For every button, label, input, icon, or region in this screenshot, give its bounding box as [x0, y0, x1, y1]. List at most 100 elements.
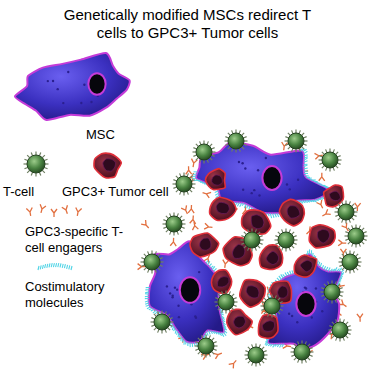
- t-cell-icon: [329, 329, 333, 330]
- msc-icon: [189, 343, 190, 347]
- msc-icon: [311, 250, 313, 255]
- t-cell-icon: [154, 328, 156, 330]
- t-cell-icon: [176, 176, 192, 192]
- t-cell-icon: [322, 152, 338, 168]
- tumor-cell-icon: [278, 286, 288, 298]
- t-cell-icon: [244, 140, 248, 141]
- t-cell-icon: [24, 152, 49, 177]
- t-cell-icon: [195, 342, 198, 343]
- t-cell-icon: [232, 308, 234, 310]
- t-cell-icon: [187, 191, 188, 194]
- msc-icon: [215, 193, 219, 195]
- t-cell-icon: [215, 298, 218, 299]
- t-cell-icon: [342, 254, 358, 270]
- costim-icon: [69, 265, 70, 269]
- t-cell-icon: [262, 347, 264, 349]
- t-cell-icon: [198, 338, 214, 354]
- t-cell-icon: [301, 360, 302, 364]
- t-cell-icon: [291, 341, 314, 364]
- t-cell-icon: [278, 232, 294, 248]
- t-cell-icon: [141, 265, 144, 266]
- t-cell-icon: [27, 155, 29, 157]
- t-cell-icon: [212, 338, 214, 340]
- t-cell-icon: [258, 246, 260, 248]
- tumor-cell-icon: [103, 159, 116, 171]
- msc-icon: [277, 278, 280, 281]
- msc-icon: [177, 331, 178, 335]
- t-cell-icon: [291, 355, 294, 356]
- msc-icon: [215, 191, 219, 193]
- tumor-cell-icon: [317, 229, 329, 243]
- t-cell-icon: [321, 288, 324, 289]
- t-cell-icon: [158, 268, 160, 270]
- msc-icon: [296, 321, 298, 323]
- t-cell-icon: [255, 363, 256, 367]
- t-cell-icon: [285, 130, 308, 153]
- msc-icon: [194, 315, 196, 317]
- engager-icon: [222, 260, 229, 269]
- t-cell-icon: [225, 144, 228, 145]
- t-cell-icon: [263, 351, 266, 352]
- t-cell-icon: [228, 133, 244, 149]
- msc-icon: [292, 270, 293, 274]
- t-cell-icon: [298, 359, 299, 362]
- t-cell-icon: [345, 225, 368, 248]
- t-cell-icon: [151, 318, 154, 319]
- msc-icon: [147, 307, 151, 309]
- tumor-cell-icon: [258, 315, 278, 338]
- t-cell-icon: [261, 302, 264, 303]
- tumor-cell-icon: [240, 280, 266, 307]
- t-cell-icon: [232, 130, 233, 133]
- t-cell-icon: [209, 353, 210, 356]
- t-cell-icon: [348, 242, 350, 244]
- t-cell-icon: [239, 130, 240, 133]
- msc-icon: [145, 289, 149, 290]
- msc-icon: [176, 288, 178, 290]
- msc-icon: [308, 177, 312, 179]
- t-cell-icon: [298, 341, 299, 344]
- msc-icon: [192, 178, 196, 179]
- t-cell-icon: [321, 291, 325, 292]
- t-cell-icon: [190, 190, 192, 192]
- t-cell-icon: [359, 243, 360, 246]
- msc-icon: [265, 157, 267, 159]
- tumor-cell-icon: [324, 185, 344, 207]
- t-cell-icon: [345, 201, 346, 205]
- t-cell-icon: [342, 254, 344, 256]
- t-cell-icon: [251, 248, 252, 252]
- tumor-cell-icon: [287, 206, 300, 219]
- t-cell-icon: [39, 152, 40, 155]
- t-cell-icon: [203, 160, 204, 164]
- t-cell-icon: [169, 318, 172, 319]
- t-cell-icon: [345, 232, 348, 233]
- t-cell-icon: [359, 225, 360, 228]
- t-cell-icon: [154, 314, 156, 316]
- msc-icon: [180, 336, 182, 340]
- t-cell-icon: [222, 309, 223, 312]
- msc-icon: [179, 335, 181, 338]
- t-cell-icon: [168, 314, 170, 316]
- msc-icon: [339, 268, 342, 272]
- msc-icon: [322, 265, 324, 268]
- t-cell-icon: [170, 213, 171, 216]
- t-cell-icon: [339, 319, 340, 323]
- t-cell-icon: [196, 158, 198, 160]
- t-cell-icon: [310, 351, 314, 352]
- t-cell-icon: [195, 349, 198, 350]
- t-cell-icon: [345, 235, 349, 236]
- msc-icon: [237, 202, 239, 206]
- tumor-cell-icon: [232, 244, 244, 258]
- t-cell-icon: [339, 295, 342, 296]
- t-cell-icon: [180, 191, 181, 194]
- msc-icon: [83, 84, 85, 86]
- msc-icon: [206, 261, 208, 264]
- tumor-cell-icon: [212, 175, 223, 185]
- msc-icon: [324, 266, 326, 270]
- msc-icon: [262, 166, 281, 190]
- msc-icon: [315, 287, 317, 289]
- t-cell-icon: [169, 325, 172, 326]
- t-cell-icon: [329, 168, 330, 172]
- t-cell-icon: [335, 215, 338, 216]
- tumor-cell-icon: [190, 233, 219, 257]
- t-cell-icon: [293, 243, 296, 244]
